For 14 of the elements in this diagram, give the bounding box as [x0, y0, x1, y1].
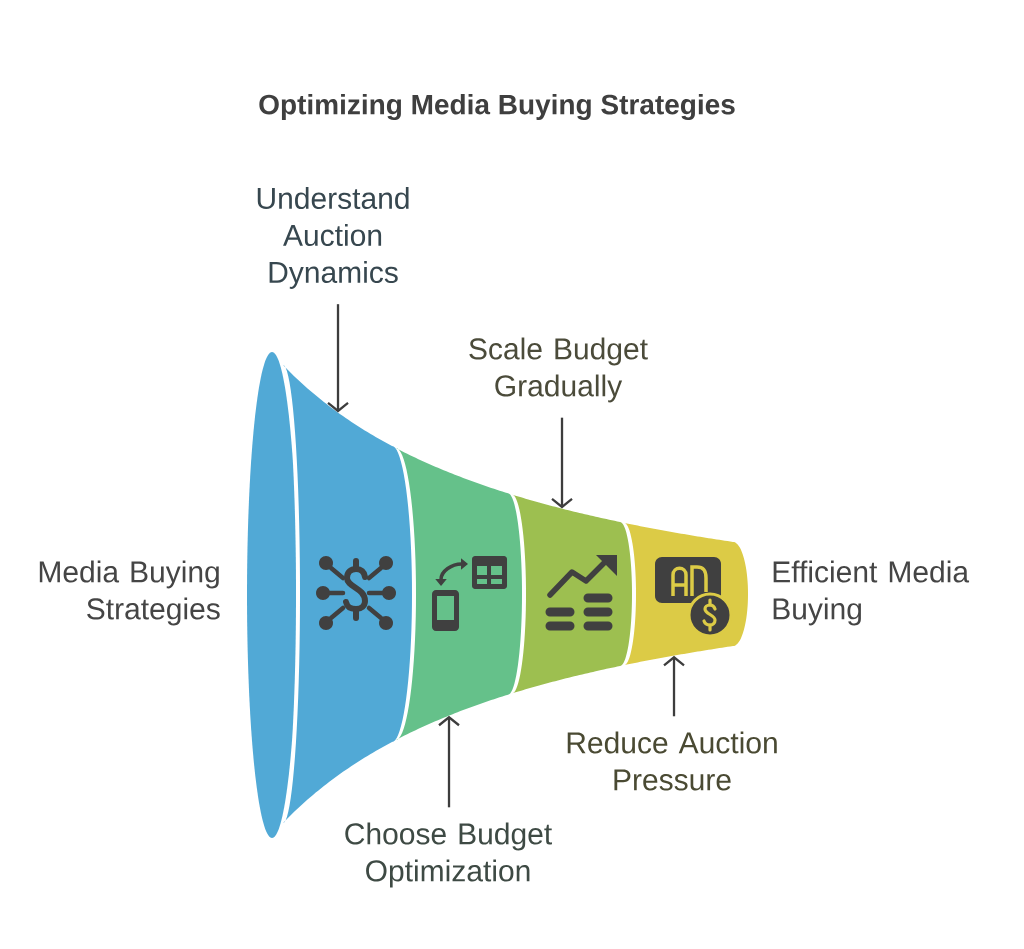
funnel-segment: [512, 494, 632, 694]
funnel-mouth: [247, 352, 296, 838]
funnel-segment: [283, 365, 412, 823]
funnel-label: Efficient Media Buying: [773, 560, 970, 626]
arrow: [327, 304, 349, 413]
callout-label: Reduce Auction Pressure: [567, 731, 777, 791]
arrow: [438, 715, 460, 808]
callout-label: Scale Budget Gradually: [469, 337, 648, 403]
title: Optimizing Media Buying Strategies: [259, 93, 735, 121]
arrow: [663, 655, 685, 717]
funnel-label: Media Buying Strategies: [39, 560, 220, 626]
arrow: [551, 417, 573, 509]
callout-label: Choose Budget Optimization: [345, 822, 552, 888]
callout-label: Understand Auction Dynamics: [257, 187, 409, 289]
